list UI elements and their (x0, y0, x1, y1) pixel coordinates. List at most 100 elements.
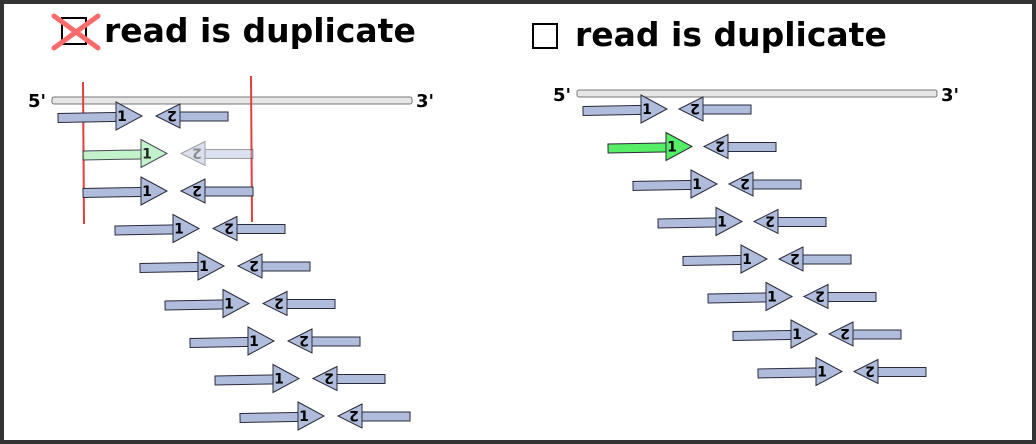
read-2-label: 2 (274, 295, 284, 311)
read-2-arrowhead (336, 403, 363, 429)
read-1-shaft (632, 179, 696, 191)
five-prime-label-left: 5' (28, 91, 46, 112)
read-2-shaft (202, 149, 254, 159)
read-2-label: 2 (299, 332, 309, 348)
read-1-shaft (214, 374, 278, 386)
read-1-shaft (757, 367, 821, 379)
read-1-arrowhead (115, 101, 144, 131)
read-1-arrowhead (197, 251, 226, 281)
forward-read: 1 (114, 213, 201, 244)
read-1-arrowhead (790, 319, 819, 349)
read-2-label: 2 (349, 407, 359, 423)
read-1-arrowhead (690, 169, 719, 199)
forward-read: 1 (607, 131, 694, 162)
read-1-arrowhead (272, 363, 301, 394)
read-1-label: 1 (792, 327, 802, 343)
read-1-label: 1 (692, 177, 702, 193)
read-2-arrowhead (777, 246, 804, 272)
forward-read: 1 (82, 138, 169, 169)
read-1-shaft (189, 336, 253, 348)
read-1-arrowhead (297, 401, 326, 431)
read-1-arrowhead (140, 176, 169, 206)
read-2-arrowhead (211, 215, 238, 242)
read-1-label: 1 (274, 372, 284, 388)
reference-strand-left (51, 96, 413, 105)
read-2-shaft (202, 186, 254, 197)
reverse-read: 2 (727, 171, 802, 197)
read-1-arrowhead (140, 138, 169, 169)
forward-read: 1 (82, 176, 169, 206)
forward-read: 1 (189, 326, 276, 356)
read-1-arrowhead (640, 94, 669, 124)
read-1-arrowhead (715, 206, 744, 237)
reverse-read: 2 (852, 358, 927, 385)
read-1-label: 1 (142, 184, 152, 200)
reverse-read: 2 (179, 178, 254, 204)
reverse-read: 2 (286, 328, 361, 354)
read-2-label: 2 (192, 145, 202, 161)
reverse-read: 2 (677, 96, 752, 122)
reverse-read: 2 (261, 290, 336, 317)
panel-left-title: read is duplicate (104, 11, 416, 50)
read-1-label: 1 (742, 252, 752, 268)
read-2-arrowhead (802, 283, 829, 310)
five-prime-label-right: 5' (553, 85, 571, 106)
reverse-read: 2 (702, 133, 777, 160)
read-2-label: 2 (249, 257, 259, 273)
read-2-label: 2 (690, 100, 700, 116)
read-1-shaft (139, 261, 203, 273)
read-1-shaft (682, 254, 746, 266)
read-1-arrowhead (222, 288, 251, 319)
read-2-arrowhead (852, 358, 879, 385)
read-2-arrowhead (154, 103, 181, 129)
three-prime-label-left: 3' (416, 91, 434, 112)
forward-read: 1 (632, 169, 719, 199)
forward-read: 1 (582, 94, 669, 124)
read-1-shaft (657, 217, 721, 229)
three-prime-label-right: 3' (941, 85, 959, 106)
read-1-label: 1 (142, 147, 152, 163)
read-1-arrowhead (247, 326, 276, 356)
reverse-read: 2 (179, 140, 254, 167)
read-2-shaft (775, 217, 827, 227)
checkbox-right (532, 23, 558, 49)
read-2-shaft (725, 142, 777, 152)
forward-read: 1 (214, 363, 301, 394)
read-1-arrowhead (765, 281, 794, 312)
read-2-arrowhead (179, 178, 206, 204)
read-2-arrowhead (261, 290, 288, 317)
read-1-label: 1 (174, 222, 184, 238)
panel-right-header: read is duplicate (532, 15, 887, 54)
read-1-shaft (239, 411, 303, 423)
read-1-shaft (582, 104, 646, 116)
read-2-arrowhead (752, 208, 779, 235)
read-1-arrowhead (740, 244, 769, 274)
read-2-label: 2 (324, 370, 334, 386)
read-1-label: 1 (117, 109, 127, 125)
read-1-shaft (82, 149, 146, 161)
forward-read: 1 (707, 281, 794, 312)
reverse-read: 2 (311, 365, 386, 392)
read-2-arrowhead (311, 365, 338, 392)
read-2-shaft (750, 179, 802, 190)
read-2-label: 2 (865, 363, 875, 379)
forward-read: 1 (732, 319, 819, 349)
reverse-read: 2 (154, 103, 229, 129)
read-1-label: 1 (299, 409, 309, 425)
reverse-read: 2 (211, 215, 286, 242)
reverse-read: 2 (336, 403, 411, 429)
read-1-label: 1 (817, 365, 827, 381)
forward-read: 1 (139, 251, 226, 281)
read-2-arrowhead (179, 140, 206, 167)
read-2-label: 2 (192, 182, 202, 198)
